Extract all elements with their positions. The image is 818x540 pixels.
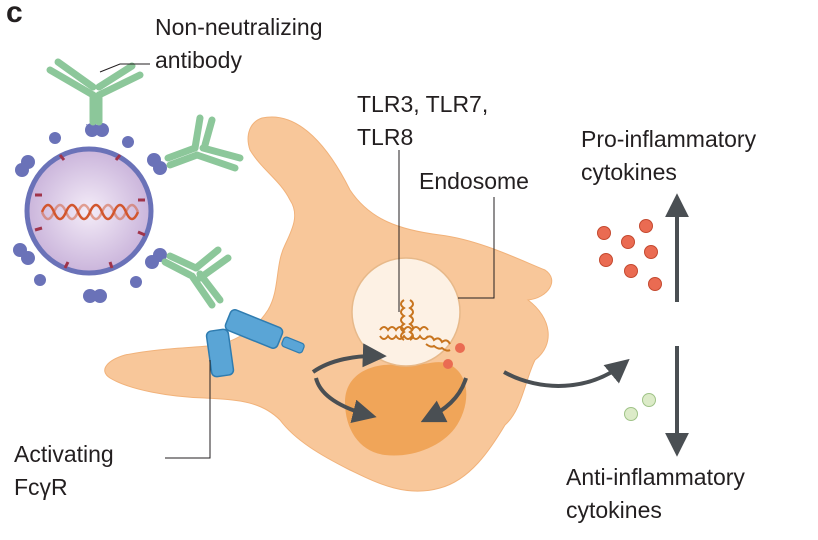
- receptor-label-line1: Activating: [14, 441, 114, 467]
- antibody-top: [46, 58, 144, 126]
- antibody-label-line2: antibody: [155, 47, 242, 73]
- tlr-ligand: [443, 359, 453, 369]
- antibody-label-line1: Non-neutralizing: [155, 14, 323, 40]
- virus-particle: [24, 146, 154, 276]
- panel-letter: c: [6, 0, 23, 29]
- receptor-label-line2: FcγR: [14, 474, 68, 500]
- receptor-leader: [165, 360, 211, 459]
- endosome-leader: [458, 197, 495, 299]
- tlr-coils: [379, 299, 451, 352]
- pro-label-line2: cytokines: [581, 159, 677, 185]
- to-nucleus-arrow-right: [420, 377, 468, 423]
- antibody-bound-receptor: [161, 246, 232, 309]
- anti-cytokines: [624, 393, 656, 421]
- tlr-ligand: [455, 343, 465, 353]
- endosome-label: Endosome: [419, 168, 529, 194]
- antibody-right: [164, 114, 244, 172]
- fcgr-receptor: [205, 309, 305, 378]
- pro-label-line1: Pro-inflammatory: [581, 126, 757, 152]
- nucleus: [345, 362, 467, 456]
- virus-envelope-ticks: [34, 154, 146, 269]
- secretion-arrow: [503, 358, 630, 388]
- anti-label-line2: cytokines: [566, 497, 662, 523]
- tlr-label-line1: TLR3, TLR7,: [357, 91, 489, 117]
- tlr-label-line2: TLR8: [357, 124, 414, 150]
- antibody-leader: [99, 63, 150, 73]
- pro-cytokines: [597, 219, 662, 291]
- virus-spikes: [13, 123, 167, 303]
- to-nucleus-arrow-left: [314, 377, 377, 423]
- anti-label-line1: Anti-inflammatory: [566, 464, 745, 490]
- internalization-arrow: [311, 343, 387, 374]
